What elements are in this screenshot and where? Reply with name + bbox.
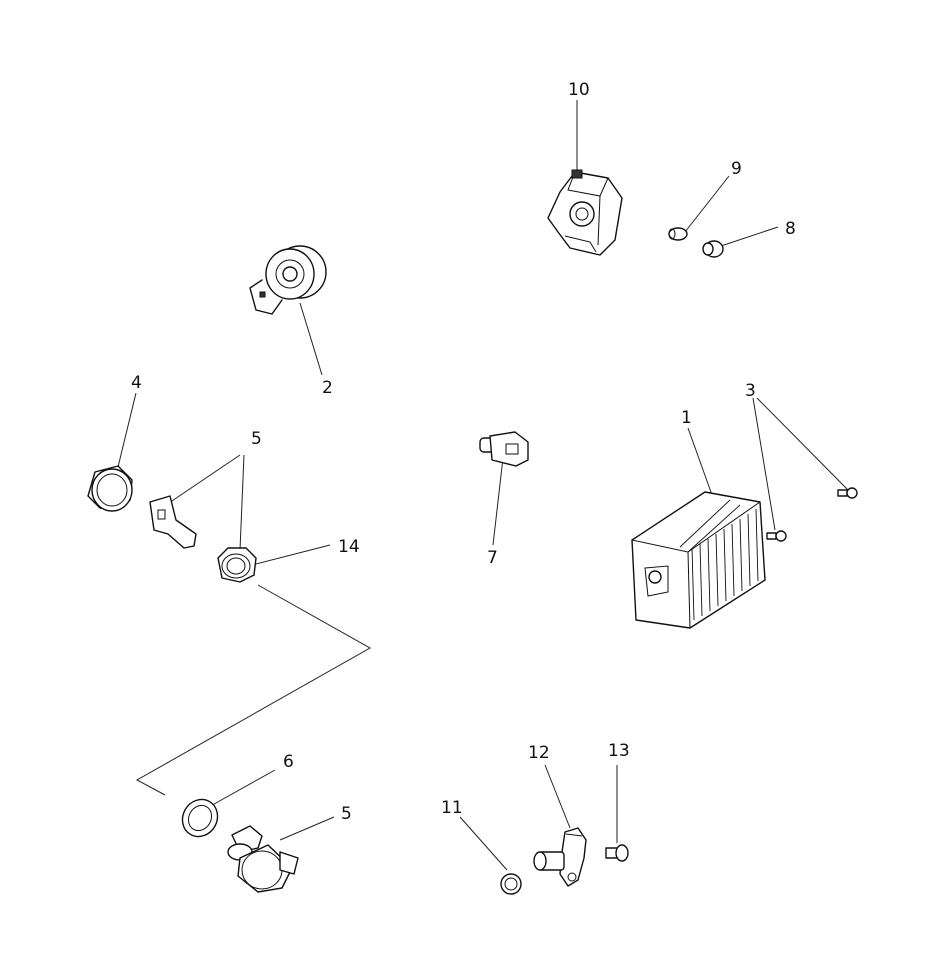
part-7-connector [479,431,529,467]
callout-1: 1 [681,408,692,428]
leader-5b [279,816,335,841]
part-13-bolt [605,844,629,862]
leader-5a-left [165,454,241,506]
callout-12: 12 [528,743,550,763]
callout-5-upper: 5 [251,429,262,449]
callout-5-lower: 5 [341,804,352,824]
regulator-fins [679,499,759,621]
part-5-sensor [227,825,299,893]
leader-14-long [135,584,372,796]
leader-12 [544,764,571,829]
callout-2: 2 [322,378,333,398]
callout-numbers: 10 9 8 2 4 5 14 7 1 3 6 5 11 12 13 [131,80,796,824]
callout-3: 3 [745,381,756,401]
part-2-sensor [249,245,327,315]
leader-3-left [752,397,776,531]
leader-14 [251,544,331,566]
part-12-cam-sensor [533,827,587,887]
leader-5a-right [239,454,245,551]
leader-8 [717,226,779,248]
leader-lines [117,100,849,871]
part-6-washer [181,798,219,838]
callout-14: 14 [338,537,360,557]
callout-10: 10 [568,80,590,100]
part-11-o-ring [500,873,522,895]
part-1-regulator [631,491,766,629]
leader-1 [687,427,713,496]
part-14-nut [217,547,257,583]
callout-7: 7 [487,548,498,568]
leader-6 [206,769,276,809]
leader-2 [299,302,323,376]
callout-6: 6 [283,752,294,772]
part-9-plug [668,227,688,241]
leader-7 [492,457,504,546]
leader-11 [459,816,508,871]
part-4-cap [87,465,133,512]
leader-3-right [756,397,849,491]
part-10-switch-housing [547,169,623,256]
callout-4: 4 [131,373,142,393]
part-8-cap [702,240,724,258]
part-5-bracket [149,495,197,549]
part-3-screw-lower [766,530,787,542]
leader-4 [117,392,137,468]
leader-9 [684,175,730,233]
callout-13: 13 [608,741,630,761]
callout-8: 8 [785,219,796,239]
callout-9: 9 [731,159,742,179]
callout-11: 11 [441,798,463,818]
part-3-screw-upper [837,487,858,499]
